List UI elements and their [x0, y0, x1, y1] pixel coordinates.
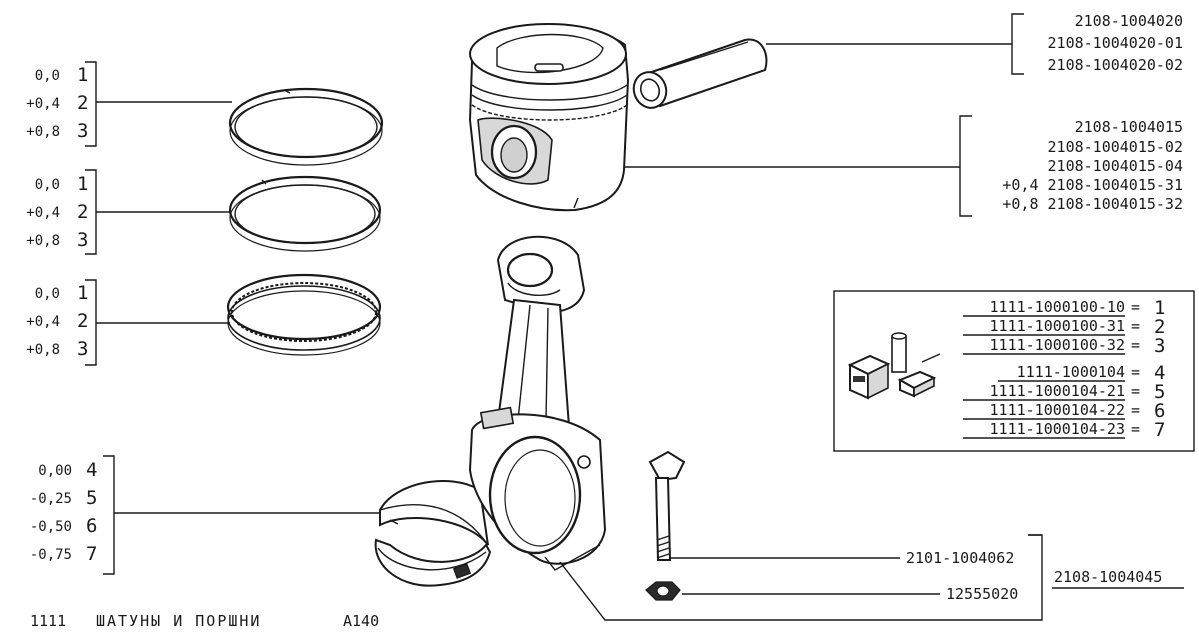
piston-drawing: [468, 23, 630, 212]
kit-code: 1111-1000104-23: [990, 420, 1125, 438]
ring-size-label: +0,4: [26, 314, 60, 330]
bearing-group: 0,00 4 -0,25 5 -0,50 6 -0,75 7: [30, 455, 380, 575]
footer-sheet: A140: [343, 612, 379, 630]
ring-number-label: 3: [77, 338, 88, 360]
ring-number-label: 1: [77, 64, 88, 86]
footer-title: ШАТУНЫ И ПОРШНИ: [96, 612, 261, 630]
ring-size-label: +0,8: [26, 233, 60, 249]
ring-group-3: 0,0 1 +0,4 2 +0,8 3: [26, 279, 230, 366]
ring-size-label: +0,4: [26, 96, 60, 112]
ring-number-label: 2: [77, 92, 88, 114]
piston-callout: 2108-1004015 2108-1004015-02 2108-100401…: [624, 115, 1183, 217]
kit-eq: =: [1131, 298, 1140, 316]
bearing-number-label: 5: [86, 487, 97, 509]
part-code: 2108-1004020-01: [1048, 34, 1183, 52]
part-code: +0,8 2108-1004015-32: [1002, 195, 1183, 213]
bearing-number-label: 4: [86, 459, 97, 481]
connecting-rod-drawing: [468, 235, 607, 571]
kit-eq: =: [1131, 363, 1140, 381]
nut-part-code: 12555020: [946, 585, 1018, 603]
rod-assembly-code: 2108-1004045: [1054, 568, 1162, 586]
ring-size-label: 0,0: [35, 177, 60, 193]
ring-size-label: +0,8: [26, 342, 60, 358]
ring-size-label: +0,4: [26, 205, 60, 221]
ring-size-label: 0,0: [35, 68, 60, 84]
kit-number: 5: [1154, 381, 1165, 403]
rod-nut-drawing: 12555020: [645, 581, 1018, 603]
bearing-size-label: -0,50: [30, 519, 72, 535]
oil-ring: [226, 273, 382, 356]
kit-code: 1111-1000100-31: [990, 317, 1125, 335]
bearing-number-label: 6: [86, 515, 97, 537]
bearing-shells-drawing: [374, 479, 492, 587]
rod-assembly-callout: 2108-1004045: [559, 534, 1184, 621]
compression-ring-second: [228, 175, 382, 252]
bolt-part-code: 2101-1004062: [906, 549, 1014, 567]
kit-number: 3: [1154, 335, 1165, 357]
kit-eq: =: [1131, 382, 1140, 400]
kit-code: 1111-1000104-21: [990, 382, 1125, 400]
repair-kit-box: 1111-1000100-10 = 1 1111-1000100-31 = 2 …: [833, 290, 1195, 452]
part-code: 2108-1004015-02: [1048, 138, 1183, 156]
part-code: 2108-1004020: [1075, 12, 1183, 30]
piston-pin-callout: 2108-1004020 2108-1004020-01 2108-100402…: [766, 12, 1183, 75]
footer-model: 1111: [30, 612, 66, 630]
kit-code: 1111-1000100-10: [990, 298, 1125, 316]
kit-illustration: [847, 332, 941, 400]
kit-eq: =: [1131, 336, 1140, 354]
ring-size-label: +0,8: [26, 124, 60, 140]
kit-eq: =: [1131, 401, 1140, 419]
kit-code: 1111-1000104-22: [990, 401, 1125, 419]
ring-size-label: 0,0: [35, 286, 60, 302]
ring-number-label: 3: [77, 229, 88, 251]
bearing-size-label: -0,25: [30, 491, 72, 507]
part-code: 2108-1004020-02: [1048, 56, 1183, 74]
rod-bolt-drawing: 2101-1004062: [648, 450, 1014, 567]
kit-eq: =: [1131, 420, 1140, 438]
ring-group-1: 0,0 1 +0,4 2 +0,8 3: [26, 61, 232, 147]
ring-number-label: 1: [77, 173, 88, 195]
ring-group-2: 0,0 1 +0,4 2 +0,8 3: [26, 169, 230, 255]
ring-number-label: 2: [77, 310, 88, 332]
kit-number: 4: [1154, 362, 1165, 384]
bearing-size-label: -0,75: [30, 547, 72, 563]
kit-number: 1: [1154, 297, 1165, 319]
part-code: 2108-1004015: [1075, 118, 1183, 136]
kit-number: 7: [1154, 419, 1165, 441]
ring-number-label: 1: [77, 282, 88, 304]
kit-number: 2: [1154, 316, 1165, 338]
part-code: +0,4 2108-1004015-31: [1002, 176, 1183, 194]
ring-number-label: 2: [77, 201, 88, 223]
kit-number: 6: [1154, 400, 1165, 422]
piston-pin-drawing: [632, 38, 768, 109]
ring-number-label: 3: [77, 120, 88, 142]
page-footer: 1111 ШАТУНЫ И ПОРШНИ A140: [30, 612, 379, 630]
bearing-number-label: 7: [86, 543, 97, 565]
compression-ring-top: [228, 87, 384, 166]
part-code: 2108-1004015-04: [1048, 157, 1183, 175]
bearing-size-label: 0,00: [38, 463, 72, 479]
kit-code: 1111-1000104: [1017, 363, 1125, 381]
kit-code: 1111-1000100-32: [990, 336, 1125, 354]
kit-eq: =: [1131, 317, 1140, 335]
